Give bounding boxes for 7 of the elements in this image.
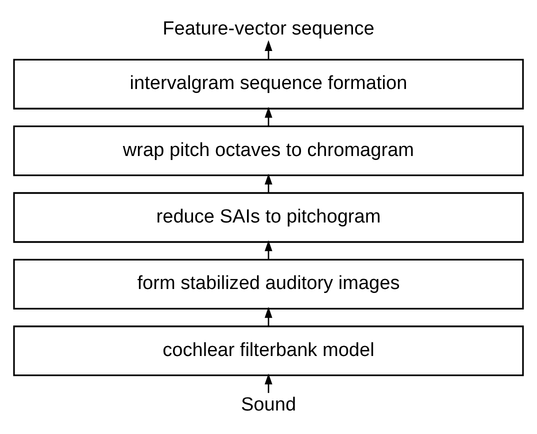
node-box: intervalgram sequence formation — [13, 58, 524, 109]
node-box: wrap pitch octaves to chromagram — [13, 125, 524, 176]
node-box: reduce SAIs to pitchogram — [13, 192, 524, 242]
node-text: Feature-vector sequence — [162, 18, 374, 40]
node-text: Sound — [240, 394, 296, 415]
node-box: cochlear filterbank model — [13, 325, 524, 376]
node-box: form stabilized auditory images — [13, 258, 524, 309]
